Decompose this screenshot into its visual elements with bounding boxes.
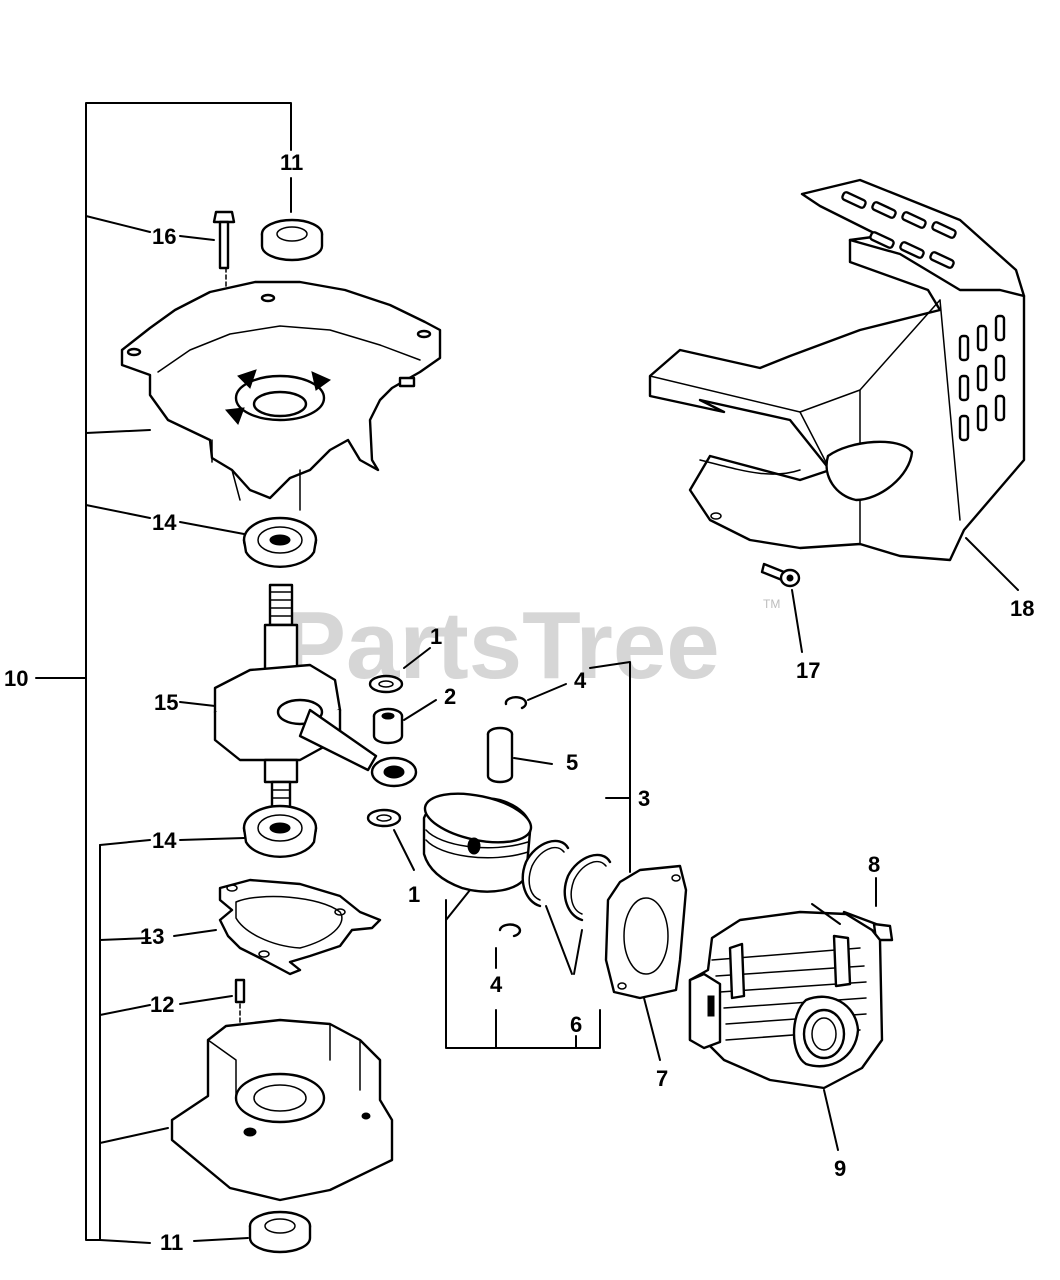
label-6: 6 bbox=[570, 1012, 582, 1037]
label-14-lower: 14 bbox=[152, 828, 177, 853]
watermark: PartsTree TM bbox=[282, 592, 780, 699]
label-4-top-a: 4 bbox=[574, 668, 587, 693]
oil-seal-top bbox=[260, 177, 324, 262]
gasket-13 bbox=[173, 878, 382, 976]
label-7: 7 bbox=[656, 1066, 668, 1091]
crankcase-lower bbox=[170, 1018, 394, 1202]
label-1-upper: 1 bbox=[430, 624, 442, 649]
screw-17 bbox=[760, 562, 803, 653]
label-8: 8 bbox=[868, 852, 880, 877]
label-9: 9 bbox=[834, 1156, 846, 1181]
watermark-text: PartsTree bbox=[282, 592, 720, 699]
piston-pin-5 bbox=[486, 726, 553, 784]
label-13: 13 bbox=[140, 924, 164, 949]
label-3: 3 bbox=[638, 786, 650, 811]
piston-ring-lower bbox=[545, 853, 612, 975]
crankcase-upper bbox=[120, 280, 442, 511]
label-1-lower: 1 bbox=[408, 882, 420, 907]
label-2: 2 bbox=[444, 684, 456, 709]
label-16: 16 bbox=[152, 224, 176, 249]
circlip-4-lower bbox=[495, 923, 522, 969]
label-11-bottom: 11 bbox=[160, 1230, 183, 1255]
piston bbox=[422, 792, 533, 921]
cylinder-gasket-7 bbox=[604, 864, 688, 1061]
washer-1-lower bbox=[366, 808, 415, 871]
engine-cover-18 bbox=[648, 178, 1026, 591]
crankshaft-15 bbox=[179, 583, 418, 810]
cover-vent-slots bbox=[841, 191, 1006, 442]
oil-seal-bottom bbox=[193, 1210, 312, 1254]
bracket-3 bbox=[445, 661, 631, 1049]
label-5: 5 bbox=[566, 750, 578, 775]
cylinder-9 bbox=[688, 903, 884, 1151]
label-18: 18 bbox=[1010, 596, 1034, 621]
circlip-4-upper bbox=[504, 683, 567, 710]
label-4-lower: 4 bbox=[490, 972, 503, 997]
watermark-trademark: TM bbox=[763, 597, 780, 611]
bearing-14-lower bbox=[179, 804, 318, 858]
label-15: 15 bbox=[154, 690, 178, 715]
needle-bearing-2 bbox=[372, 699, 437, 745]
label-12: 12 bbox=[150, 992, 174, 1017]
label-10: 10 bbox=[4, 666, 28, 691]
label-14-upper: 14 bbox=[152, 510, 177, 535]
washer-1-upper bbox=[368, 647, 431, 694]
piston-ring-upper bbox=[521, 839, 570, 908]
callout-labels: 11 16 14 10 15 1 2 4 5 3 14 1 13 4 6 12 … bbox=[4, 150, 1034, 1255]
bearing-14-upper bbox=[179, 516, 318, 568]
label-17: 17 bbox=[796, 658, 820, 683]
label-11-top: 11 bbox=[280, 150, 303, 175]
bracket-10 bbox=[35, 102, 292, 1244]
